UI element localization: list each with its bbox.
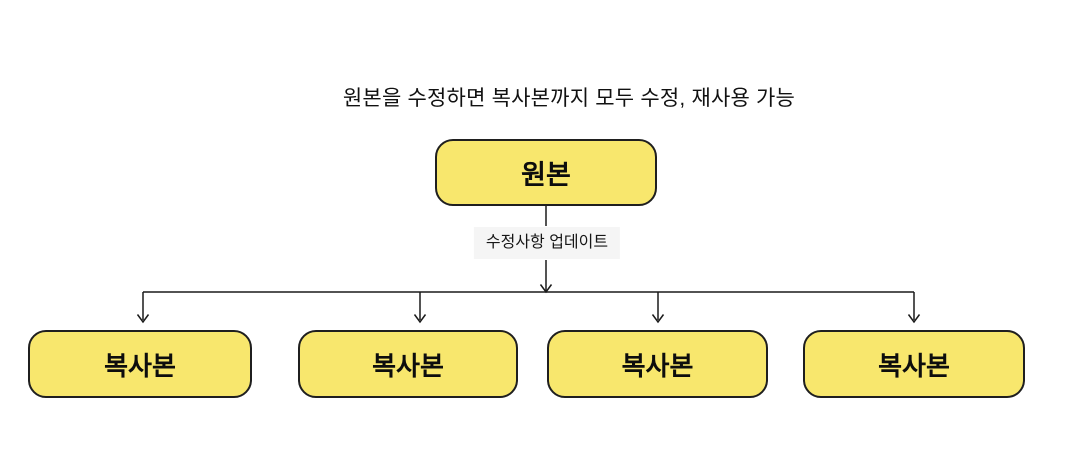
node-copy-3: 복사본 bbox=[547, 330, 768, 398]
node-copy-4: 복사본 bbox=[803, 330, 1025, 398]
arrowhead-1 bbox=[136, 314, 150, 324]
node-original-label: 원본 bbox=[521, 160, 571, 190]
node-copy-3-label: 복사본 bbox=[621, 350, 694, 381]
node-copy-4-label: 복사본 bbox=[878, 350, 950, 381]
node-copy-1: 복사본 bbox=[28, 330, 252, 398]
node-copy-1-label: 복사본 bbox=[104, 350, 176, 381]
arrowhead-4 bbox=[907, 314, 921, 324]
node-copy-2-label: 복사본 bbox=[372, 350, 444, 381]
arrowhead-3 bbox=[651, 314, 665, 324]
edge-label-update: 수정사항 업데이트 bbox=[473, 227, 621, 259]
node-copy-2: 복사본 bbox=[298, 330, 518, 398]
node-original: 원본 bbox=[435, 139, 657, 206]
arrowhead-2 bbox=[413, 314, 427, 324]
diagram-title: 원본을 수정하면 복사본까지 모두 수정, 재사용 가능 bbox=[342, 87, 796, 110]
